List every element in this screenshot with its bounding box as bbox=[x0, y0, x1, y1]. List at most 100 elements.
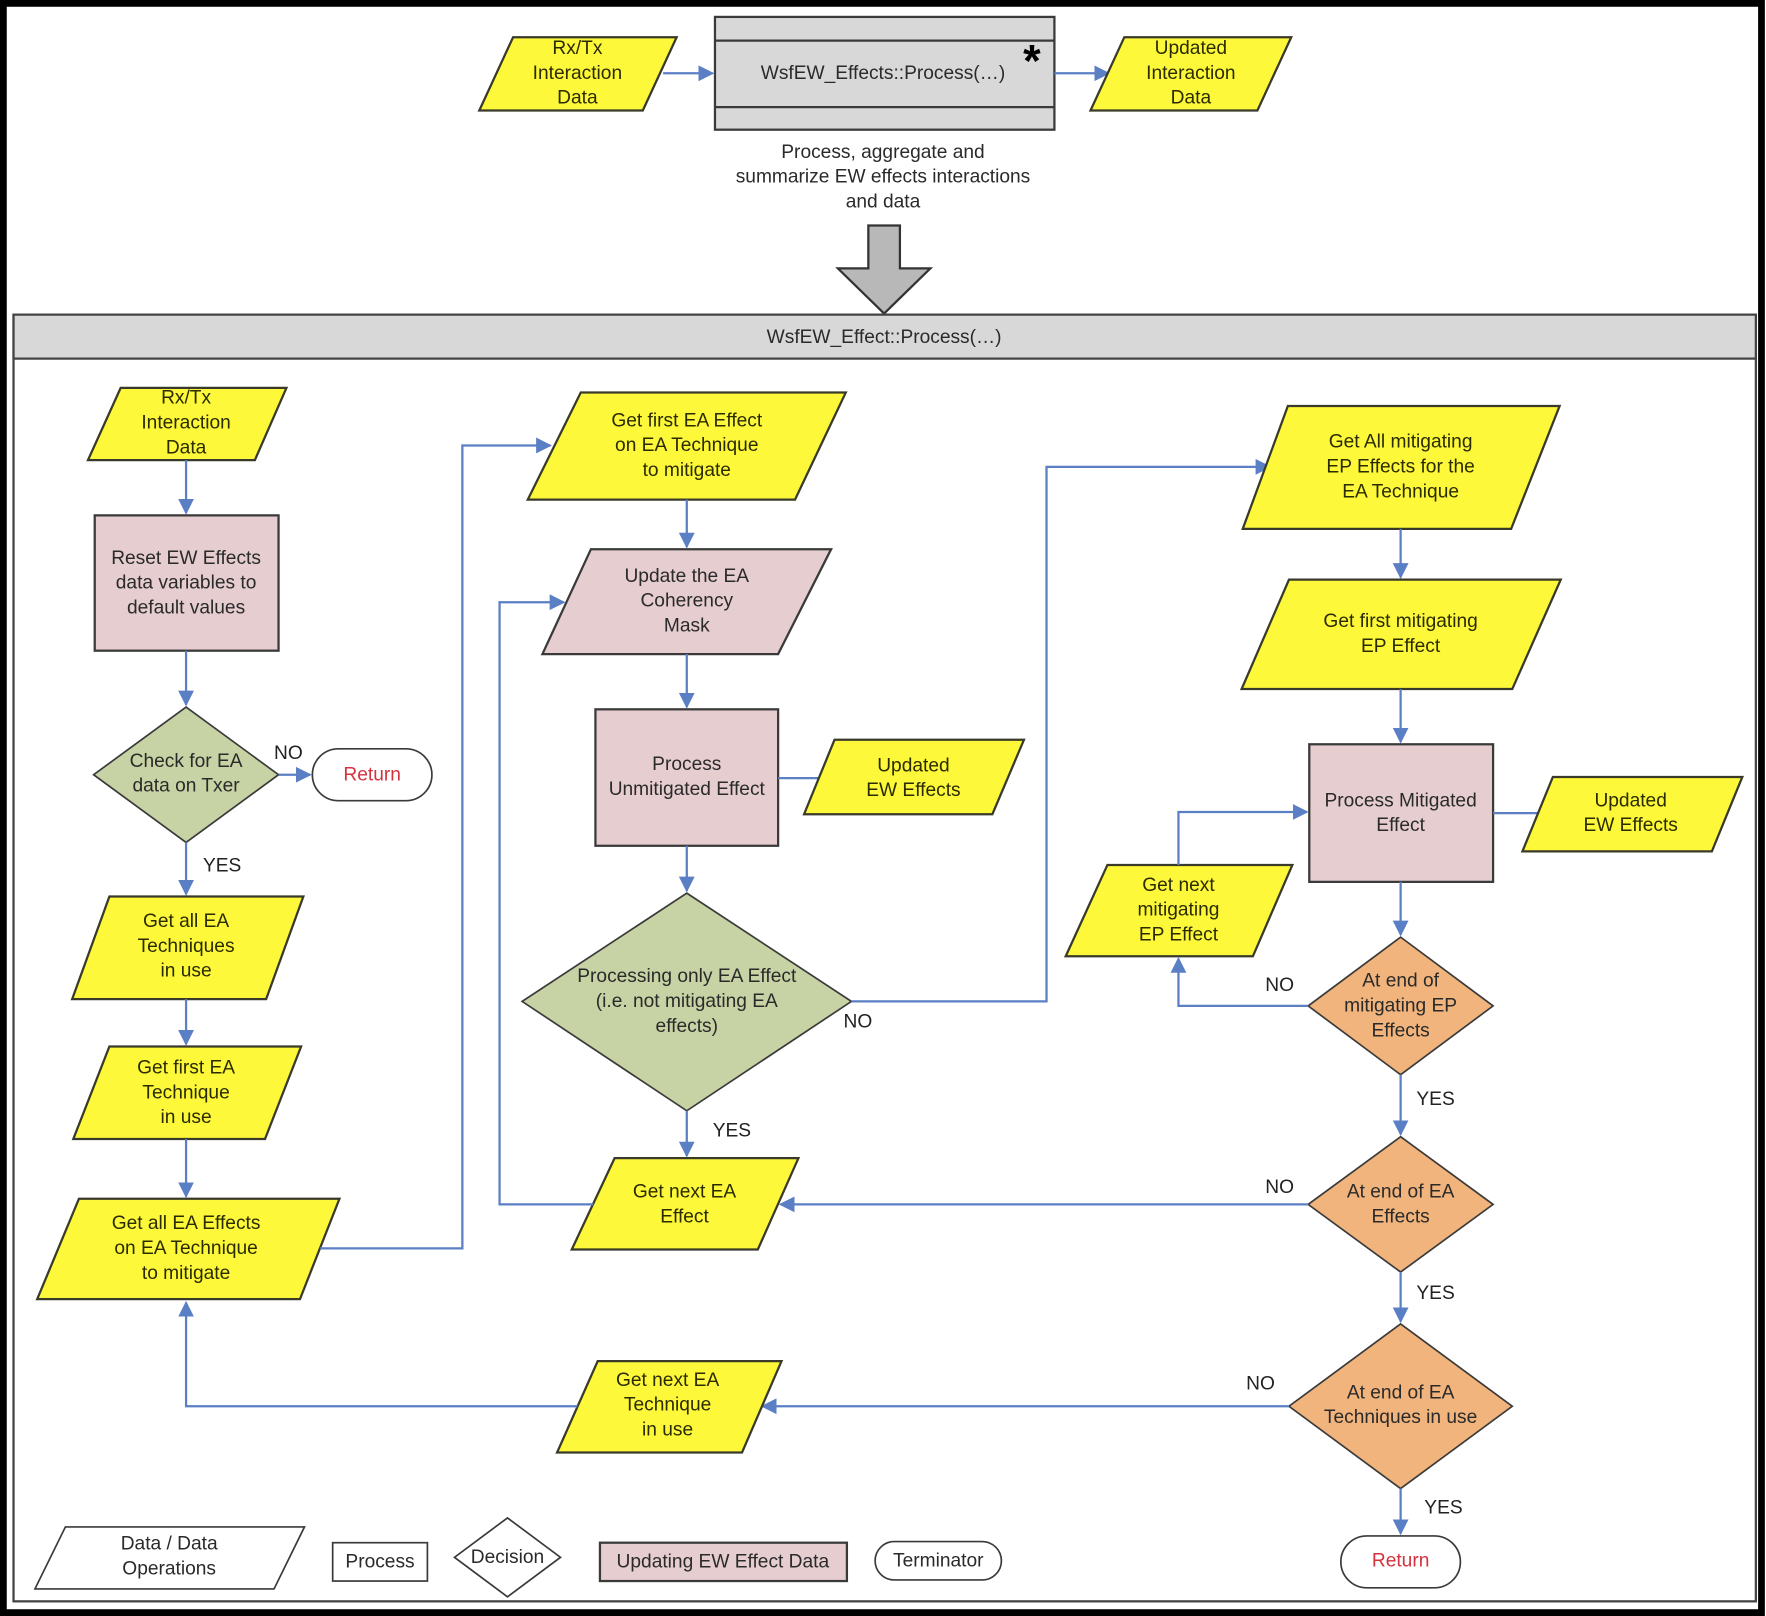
node-text: Return bbox=[343, 764, 401, 785]
node-text: Interaction bbox=[141, 413, 230, 434]
legend-text: Updating EW Effect Data bbox=[617, 1552, 830, 1573]
node-text: Reset EW Effects bbox=[111, 548, 261, 569]
node-text: Technique bbox=[142, 1082, 229, 1103]
top-output-line3: Data bbox=[1171, 88, 1212, 109]
legend-text: Process bbox=[345, 1552, 414, 1573]
node-get-all-ea-effects: Get all EA Effects on EA Technique to mi… bbox=[35, 1197, 342, 1301]
node-text: Mask bbox=[664, 616, 710, 637]
node-get-next-ea-technique: Get next EA Technique in use bbox=[555, 1360, 784, 1454]
node-text: data on Txer bbox=[132, 776, 240, 797]
node-text: Get All mitigating bbox=[1329, 432, 1473, 453]
node-text: At end of bbox=[1362, 971, 1439, 992]
node-text: Get next bbox=[1142, 875, 1215, 896]
connector bbox=[320, 437, 552, 1250]
node-text: in use bbox=[161, 961, 212, 982]
connector bbox=[498, 594, 594, 1206]
node-text: EP Effects for the bbox=[1326, 457, 1474, 478]
swimlane-header bbox=[12, 313, 1757, 360]
node-get-all-ea-techniques: Get all EA Techniques in use bbox=[70, 895, 305, 1001]
top-input-line1: Rx/Tx bbox=[552, 38, 602, 59]
node-text: Effects bbox=[1372, 1020, 1430, 1041]
node-text: default values bbox=[127, 597, 245, 618]
node-text: effects) bbox=[656, 1016, 718, 1037]
node-text: on EA Technique bbox=[114, 1238, 257, 1259]
terminator-return-2: Return bbox=[1340, 1535, 1462, 1589]
node-get-next-ea-effect: Get next EA Effect bbox=[569, 1157, 801, 1251]
node-text: Updated bbox=[1594, 790, 1666, 811]
description-line2: summarize EW effects interactions bbox=[736, 167, 1031, 188]
node-text: Process bbox=[652, 754, 721, 775]
node-get-all-mitigating-ep: Get All mitigating EP Effects for the EA… bbox=[1241, 404, 1562, 531]
legend-terminator: Terminator bbox=[874, 1540, 1003, 1581]
swimlane-title: WsfEW_Effect::Process(…) bbox=[767, 327, 1002, 348]
node-text: mitigating bbox=[1137, 900, 1219, 921]
node-text: Technique bbox=[624, 1395, 711, 1416]
node-get-first-mitigating-ep: Get first mitigating EP Effect bbox=[1239, 578, 1563, 691]
node-get-first-ea-technique: Get first EA Technique in use bbox=[71, 1045, 303, 1141]
node-updated-ew-effects-1: Updated EW Effects bbox=[802, 738, 1026, 816]
node-text: mitigating EP bbox=[1344, 996, 1457, 1017]
top-process-label: WsfEW_Effects::Process(…) bbox=[761, 63, 1005, 84]
node-rxtx-data: Rx/Tx Interaction Data bbox=[86, 386, 289, 462]
node-text: Get first EA Effect bbox=[611, 410, 763, 431]
node-text: EP Effect bbox=[1139, 925, 1219, 946]
node-get-next-mitigating-ep: Get next mitigating EP Effect bbox=[1063, 863, 1295, 958]
top-input-data: Rx/Tx Interaction Data bbox=[477, 36, 679, 112]
top-description: Process, aggregate and summarize EW effe… bbox=[736, 142, 1031, 213]
node-text: EW Effects bbox=[866, 780, 960, 801]
node-text: At end of EA bbox=[1347, 1182, 1455, 1203]
node-text: to mitigate bbox=[142, 1263, 230, 1284]
node-get-first-ea-effect: Get first EA Effect on EA Technique to m… bbox=[525, 391, 848, 501]
legend-text: Operations bbox=[122, 1558, 216, 1579]
legend-data: Data / Data Operations bbox=[33, 1526, 306, 1590]
node-update-coherency-mask: Update the EA Coherency Mask bbox=[540, 548, 833, 656]
node-text: Get all EA bbox=[143, 911, 229, 932]
connector bbox=[1170, 956, 1309, 1008]
node-text: in use bbox=[642, 1420, 693, 1441]
node-text: EA Technique bbox=[1342, 481, 1459, 502]
node-text: Process Mitigated bbox=[1324, 790, 1476, 811]
label-no: NO bbox=[1265, 975, 1294, 996]
node-text: data variables to bbox=[116, 573, 257, 594]
legend-text: Decision bbox=[471, 1547, 544, 1568]
node-text: Get first mitigating bbox=[1323, 611, 1477, 632]
label-no: NO bbox=[274, 743, 303, 764]
node-updated-ew-effects-2: Updated EW Effects bbox=[1520, 775, 1744, 853]
label-yes: YES bbox=[1416, 1283, 1454, 1304]
node-text: in use bbox=[161, 1107, 212, 1128]
node-text: to mitigate bbox=[643, 460, 731, 481]
node-text: Techniques bbox=[138, 936, 235, 957]
node-text: Updated bbox=[877, 755, 949, 776]
node-text: Update the EA bbox=[624, 566, 749, 587]
node-process-mitigated: Process Mitigated Effect bbox=[1308, 743, 1495, 883]
legend-process: Process bbox=[331, 1541, 429, 1582]
node-text: Coherency bbox=[640, 591, 733, 612]
node-text: Data bbox=[166, 437, 207, 458]
terminator-return-1: Return bbox=[311, 747, 433, 802]
description-line3: and data bbox=[846, 191, 921, 212]
node-text: Return bbox=[1372, 1550, 1430, 1571]
node-text: Unmitigated Effect bbox=[609, 779, 766, 800]
node-process-unmitigated: Process Unmitigated Effect bbox=[594, 708, 780, 847]
connector bbox=[178, 1300, 578, 1408]
node-text: Effect bbox=[1376, 815, 1425, 836]
node-text: Get next EA bbox=[633, 1182, 737, 1203]
label-yes: YES bbox=[713, 1121, 751, 1142]
node-text: Effect bbox=[660, 1206, 709, 1227]
node-text: Processing only EA Effect bbox=[577, 966, 797, 987]
node-text: Techniques in use bbox=[1324, 1407, 1477, 1428]
asterisk-icon: * bbox=[1023, 36, 1041, 87]
node-text: Get all EA Effects bbox=[112, 1213, 261, 1234]
connector bbox=[1177, 804, 1309, 865]
node-text: EW Effects bbox=[1583, 815, 1677, 836]
decision-end-mitigating-ep: At end of mitigating EP Effects bbox=[1306, 936, 1495, 1076]
label-yes: YES bbox=[1416, 1089, 1454, 1110]
legend-text: Data / Data bbox=[121, 1533, 218, 1554]
node-text: Rx/Tx bbox=[161, 388, 211, 409]
label-no: NO bbox=[1265, 1177, 1294, 1198]
node-text: At end of EA bbox=[1347, 1382, 1455, 1403]
expand-arrow-icon bbox=[835, 224, 934, 316]
node-text: Get first EA bbox=[137, 1058, 235, 1079]
label-no: NO bbox=[1246, 1373, 1275, 1394]
